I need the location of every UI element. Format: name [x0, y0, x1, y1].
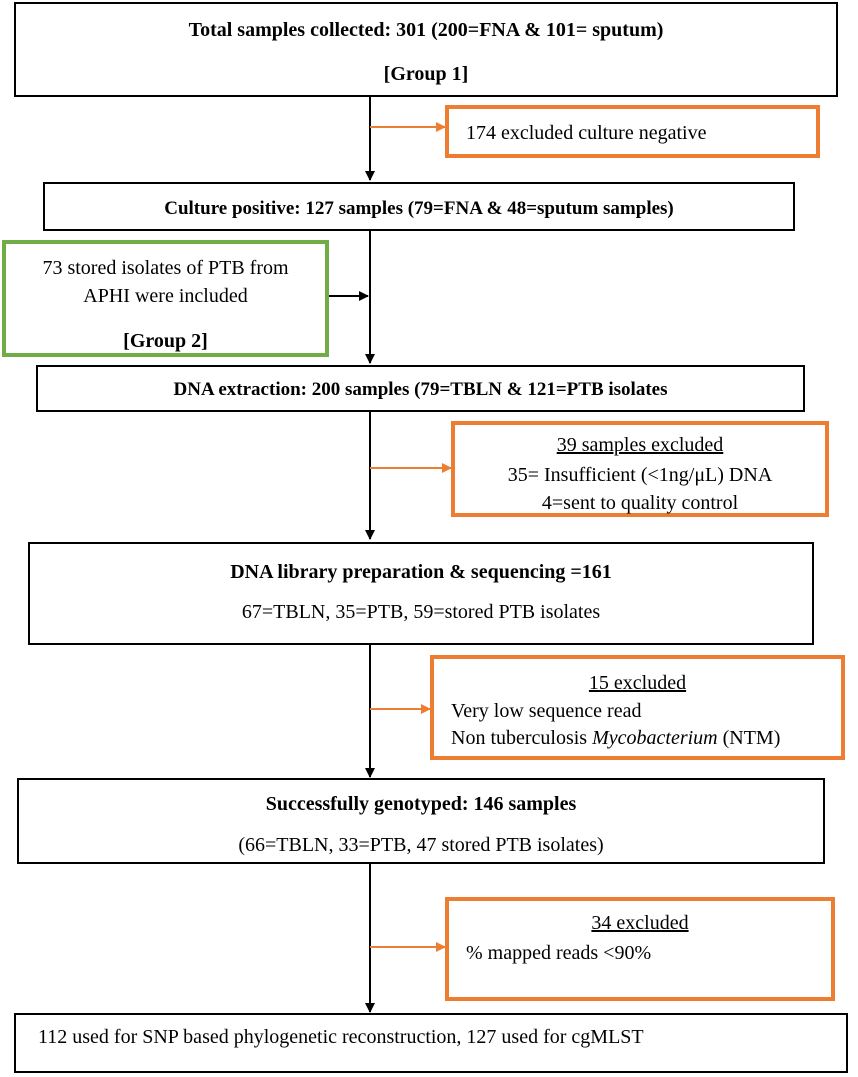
- library-prep-title: DNA library preparation & sequencing =16…: [230, 561, 612, 583]
- excluded-15-box: 15 excluded Very low sequence read Non t…: [430, 655, 845, 760]
- culture-positive-box: Culture positive: 127 samples (79=FNA & …: [43, 182, 795, 231]
- excluded-15-ntm-pre: Non tuberculosis: [451, 727, 593, 749]
- excluded-culture-negative-text: 174 excluded culture negative: [466, 122, 707, 144]
- excluded-15-ntm-italic: Mycobacterium: [592, 727, 718, 749]
- total-samples-box: Total samples collected: 301 (200=FNA & …: [14, 2, 838, 97]
- group1-label: [Group 1]: [383, 63, 469, 85]
- excluded-39-title: 39 samples excluded: [556, 434, 724, 456]
- excluded-39-insufficient: 35= Insufficient (<1ng/μL) DNA: [507, 464, 773, 486]
- excluded-15-low-read: Very low sequence read: [451, 700, 642, 722]
- dna-extraction-text: DNA extraction: 200 samples (79=TBLN & 1…: [173, 379, 668, 400]
- stored-isolates-line2: APHI were included: [83, 285, 248, 307]
- excluded-15-ntm-post: (NTM): [717, 727, 781, 749]
- library-prep-box: DNA library preparation & sequencing =16…: [28, 542, 814, 645]
- excluded-15-ntm: Non tuberculosis Mycobacterium (NTM): [451, 726, 780, 750]
- excluded-34-box: 34 excluded % mapped reads <90%: [445, 897, 835, 1001]
- library-prep-breakdown: 67=TBLN, 35=PTB, 59=stored PTB isolates: [241, 601, 601, 623]
- excluded-39-box: 39 samples excluded 35= Insufficient (<1…: [451, 421, 829, 517]
- stored-isolates-box: 73 stored isolates of PTB from APHI were…: [2, 240, 329, 357]
- culture-positive-text: Culture positive: 127 samples (79=FNA & …: [164, 198, 674, 219]
- excluded-34-title: 34 excluded: [591, 912, 689, 934]
- total-samples-text: Total samples collected: 301 (200=FNA & …: [188, 19, 664, 41]
- genotyped-breakdown: (66=TBLN, 33=PTB, 47 stored PTB isolates…: [238, 834, 604, 856]
- group2-label: [Group 2]: [123, 330, 208, 352]
- final-usage-box: 112 used for SNP based phylogenetic reco…: [14, 1013, 848, 1073]
- stored-isolates-line1: 73 stored isolates of PTB from: [42, 257, 289, 279]
- excluded-15-title: 15 excluded: [588, 672, 687, 694]
- final-usage-text: 112 used for SNP based phylogenetic reco…: [38, 1026, 644, 1048]
- excluded-39-quality-control: 4=sent to quality control: [541, 492, 739, 514]
- excluded-34-mapped-reads: % mapped reads <90%: [466, 942, 652, 964]
- genotyped-box: Successfully genotyped: 146 samples (66=…: [17, 778, 825, 864]
- genotyped-title: Successfully genotyped: 146 samples: [265, 793, 577, 815]
- excluded-culture-negative-box: 174 excluded culture negative: [445, 105, 820, 158]
- dna-extraction-box: DNA extraction: 200 samples (79=TBLN & 1…: [36, 365, 805, 412]
